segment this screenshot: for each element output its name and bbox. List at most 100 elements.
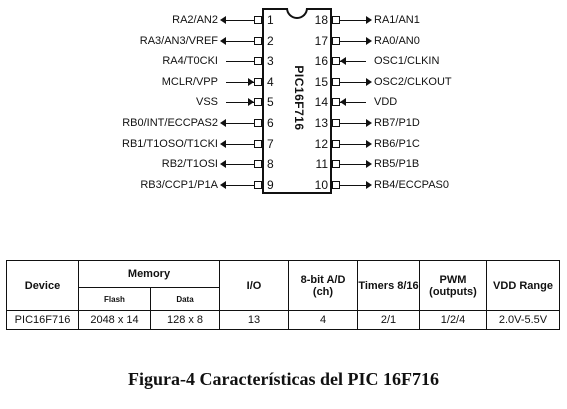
pin-number: 7 xyxy=(267,136,274,151)
pin-label: RB4/ECCPAS0 xyxy=(374,178,449,191)
pin-label: RB7/P1D xyxy=(374,117,420,129)
pin-number: 17 xyxy=(314,33,328,48)
header-flash: Flash xyxy=(78,287,151,311)
pin-label: RA4/T0CKI xyxy=(162,55,218,68)
cell-timers: 2/1 xyxy=(357,310,420,330)
header-device: Device xyxy=(6,260,79,311)
input-arrow-icon xyxy=(248,98,254,107)
pin-pad xyxy=(332,98,340,107)
pin-pad xyxy=(254,180,262,189)
pin-7: RB1/T1OSO/T1CKI 7 xyxy=(122,136,274,154)
output-arrow-icon xyxy=(366,36,372,45)
output-arrow-icon xyxy=(220,16,226,24)
pin-label: OSC2/CLKOUT xyxy=(374,75,452,88)
pin-number: 15 xyxy=(314,74,328,89)
output-arrow-icon xyxy=(220,119,226,127)
pin-number: 9 xyxy=(267,177,274,192)
pin-lead xyxy=(226,143,254,145)
cell-data: 128 x 8 xyxy=(150,310,220,330)
output-arrow-icon xyxy=(220,180,226,189)
chip-notch xyxy=(286,8,308,19)
header-pwm: PWM (outputs) xyxy=(419,260,487,311)
input-arrow-icon xyxy=(248,77,254,86)
pin-8: RB2/T1OSI 8 xyxy=(128,156,274,174)
pin-label: RB0/INT/ECCPAS2 xyxy=(122,117,218,129)
pin-3: RA4/T0CKI 3 xyxy=(128,53,273,71)
pin-pad xyxy=(254,160,262,169)
header-vdd: VDD Range xyxy=(486,260,560,311)
pin-pad xyxy=(254,16,262,24)
pin-lead xyxy=(340,20,366,21)
cell-device: PIC16F716 xyxy=(6,310,79,330)
pin-label: RB2/T1OSI xyxy=(161,158,218,171)
pin-lead xyxy=(226,81,254,83)
pin-number: 6 xyxy=(267,116,274,130)
output-arrow-icon xyxy=(366,139,372,148)
output-arrow-icon xyxy=(366,16,372,24)
pin-label: RA2/AN2 xyxy=(172,14,218,26)
pin-lead xyxy=(226,20,254,21)
pin-label: RB5/P1B xyxy=(374,158,420,171)
cell-adc: 4 xyxy=(288,310,358,330)
pin-label: RA0/AN0 xyxy=(374,34,420,47)
pin-lead xyxy=(226,123,254,124)
pin-lead xyxy=(226,164,254,166)
pin-number: 5 xyxy=(267,95,274,110)
pin-number: 1 xyxy=(267,13,274,27)
pin-12: RB6/P1C 12 xyxy=(315,136,462,154)
pin-number: 8 xyxy=(267,157,274,172)
pin-number: 10 xyxy=(314,177,328,192)
pin-label: RA1/AN1 xyxy=(374,14,420,26)
pin-label: RA3/AN3/VREF xyxy=(139,34,218,47)
pin-18: RA1/AN1 18 xyxy=(315,12,462,30)
pin-lead xyxy=(340,123,366,124)
pin-label: MCLR/VPP xyxy=(161,75,218,88)
pin-lead xyxy=(340,61,366,63)
pin-number: 3 xyxy=(267,54,274,69)
pin-number: 18 xyxy=(314,13,328,27)
header-data: Data xyxy=(150,287,220,311)
pin-lead xyxy=(226,184,254,186)
pin-pad xyxy=(332,16,340,24)
pin-number: 16 xyxy=(314,54,328,69)
pin-number: 12 xyxy=(314,136,328,151)
pin-label: RB6/P1C xyxy=(374,137,420,150)
input-arrow-icon xyxy=(340,57,346,66)
pin-pad xyxy=(332,36,340,45)
table-row: PIC16F716 2048 x 14 128 x 8 13 4 2/1 1/2… xyxy=(6,310,560,330)
output-arrow-icon xyxy=(366,160,372,169)
header-adc: 8-bit A/D (ch) xyxy=(288,260,358,311)
output-arrow-icon xyxy=(366,119,372,127)
pin-number: 2 xyxy=(267,33,274,48)
pin-pad xyxy=(254,57,262,66)
pin-17: RA0/AN0 17 xyxy=(315,33,462,51)
pin-lead xyxy=(340,40,366,42)
pin-15: OSC2/CLKOUT 15 xyxy=(315,74,462,92)
pin-lead xyxy=(340,164,366,166)
header-io: I/O xyxy=(219,260,289,311)
pin-label: VDD xyxy=(374,96,398,109)
pin-lead xyxy=(226,40,254,42)
pin-pad xyxy=(332,77,340,86)
output-arrow-icon xyxy=(220,160,226,169)
pin-pad xyxy=(332,160,340,169)
pin-pad xyxy=(254,77,262,86)
header-timers: Timers 8/16 xyxy=(357,260,420,311)
pin-10: RB4/ECCPAS0 10 xyxy=(315,177,462,195)
pin-6: RB0/INT/ECCPAS2 6 xyxy=(122,115,273,133)
chip-package: PIC16F716 xyxy=(262,8,332,194)
pin-label: RB1/T1OSO/T1CKI xyxy=(122,137,218,150)
output-arrow-icon xyxy=(366,77,372,86)
pin-1: RA2/AN2 1 xyxy=(128,12,274,30)
cell-pwm: 1/2/4 xyxy=(419,310,487,330)
pin-lead xyxy=(340,81,366,83)
pin-pad xyxy=(332,180,340,189)
pin-lead xyxy=(340,143,366,145)
